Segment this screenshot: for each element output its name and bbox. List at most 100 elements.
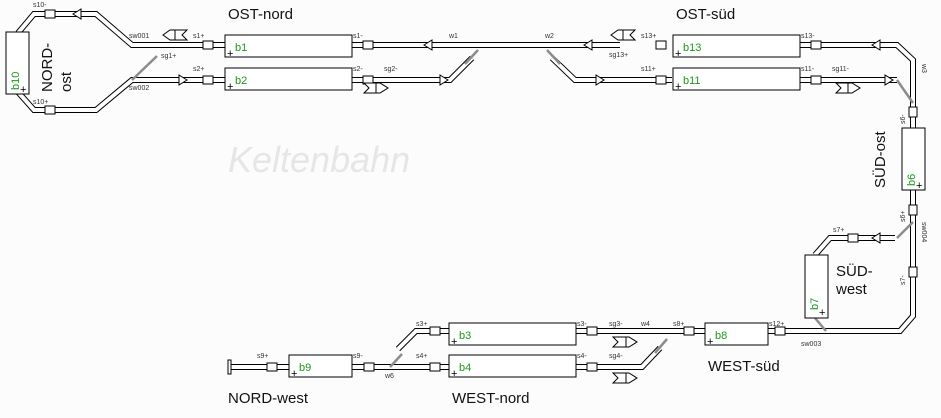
- direction-arrows: [72, 8, 894, 244]
- block-plus-marker: +: [451, 368, 457, 380]
- area-label-west-sued: WEST-süd: [708, 358, 780, 375]
- sensor-s12-plus[interactable]: [774, 326, 786, 336]
- block-plus-marker: +: [451, 336, 457, 348]
- signal-sg2-minus[interactable]: [362, 82, 389, 94]
- switch-sw003-indicator[interactable]: [814, 317, 827, 332]
- arrow-left-icon: [423, 39, 433, 51]
- label-s10-plus: s10+: [33, 99, 48, 106]
- sensor-s1-plus[interactable]: [202, 40, 214, 50]
- label-sw001: sw001: [129, 33, 149, 40]
- sensor-s4-plus[interactable]: [429, 362, 441, 372]
- sensor-s9-minus[interactable]: [363, 362, 375, 372]
- area-label-sued-west-line2: west: [835, 281, 868, 298]
- label-w3: w3: [920, 63, 927, 73]
- track-nordost-lower[interactable]: [15, 77, 225, 113]
- sensor-s7-minus[interactable]: [908, 266, 918, 278]
- block-b4[interactable]: b4 +: [448, 354, 577, 380]
- switch-sg1-indicator[interactable]: [131, 55, 158, 81]
- label-sg3-minus: sg3-: [609, 321, 623, 328]
- switch-w2-indicator[interactable]: [546, 49, 561, 65]
- area-label-sued-ost: SÜD-ost: [871, 130, 889, 188]
- label-sw004: sw004: [920, 222, 927, 242]
- label-s6-plus: s6+: [900, 211, 907, 222]
- sensor-s13-minus[interactable]: [810, 40, 822, 50]
- block-b6[interactable]: b6 +: [901, 127, 926, 192]
- sensor-s4-minus[interactable]: [586, 362, 598, 372]
- label-w2: w2: [544, 33, 554, 40]
- sensor-s7-plus[interactable]: [847, 233, 859, 243]
- label-s4-plus: s4+: [416, 353, 427, 360]
- label-s13-minus: s13-: [801, 33, 815, 40]
- switch-w6-indicator[interactable]: [389, 353, 403, 368]
- signal-sg1-plus[interactable]: [162, 29, 189, 41]
- block-plus-marker: +: [227, 48, 233, 60]
- track-b4-exit[interactable]: [576, 345, 663, 370]
- sensor-s8-plus[interactable]: [683, 326, 695, 336]
- sensors: [44, 9, 918, 372]
- sensor-s11-plus[interactable]: [655, 75, 667, 85]
- sensor-s3-plus[interactable]: [429, 326, 441, 336]
- block-label: b7: [809, 298, 821, 310]
- block-b7[interactable]: b7 +: [804, 254, 829, 319]
- switch-w3-indicator[interactable]: [895, 79, 915, 104]
- signal-sg3-minus[interactable]: [611, 336, 638, 348]
- label-s7-minus: s7-: [900, 275, 907, 285]
- track-w6-branch[interactable]: [395, 328, 450, 352]
- arrow-left-icon: [871, 232, 881, 244]
- label-sg1-plus: sg1+: [161, 53, 176, 60]
- label-s11-minus: s11-: [801, 66, 815, 73]
- block-b1[interactable]: b1 +: [224, 34, 353, 60]
- sensor-s10-minus[interactable]: [44, 9, 56, 19]
- arrow-left-icon: [72, 8, 82, 20]
- sensor-s13-plus[interactable]: [655, 40, 667, 50]
- block-label: b9: [299, 362, 311, 374]
- sensor-s2-plus[interactable]: [202, 75, 214, 85]
- block-b10[interactable]: b10 +: [5, 31, 30, 96]
- block-b13[interactable]: b13 +: [672, 34, 801, 60]
- sensor-s11-minus[interactable]: [810, 75, 822, 85]
- arrow-left-icon: [583, 39, 593, 51]
- switch-w1-indicator[interactable]: [464, 49, 479, 65]
- switch-sw004-indicator[interactable]: [896, 221, 914, 239]
- block-label: b11: [683, 75, 701, 87]
- switch-w4-indicator[interactable]: [654, 338, 668, 354]
- area-label-nord-ost-line2: ost: [58, 71, 75, 92]
- arrow-right-icon: [595, 74, 605, 86]
- block-b8[interactable]: b8 +: [704, 322, 769, 348]
- label-sg11-minus: sg11-: [832, 66, 850, 73]
- area-label-nord-west: NORD-west: [228, 390, 309, 407]
- sensor-s3-minus[interactable]: [586, 326, 598, 336]
- block-plus-marker: +: [675, 48, 681, 60]
- block-b11[interactable]: b11 +: [672, 67, 801, 93]
- blocks: b10 + b1 + b2 + b13 + b11 + b6 +: [5, 31, 926, 380]
- block-label: b2: [235, 75, 247, 87]
- track-east-loop[interactable]: [800, 42, 916, 128]
- track-w2-b11[interactable]: [549, 55, 672, 83]
- block-label: b13: [683, 42, 701, 54]
- sensor-s6-minus[interactable]: [908, 106, 918, 118]
- buffer-stop: [227, 359, 232, 375]
- label-s8-plus: s8+: [673, 321, 684, 328]
- block-b9[interactable]: b9 +: [288, 354, 353, 380]
- block-b2[interactable]: b2 +: [224, 67, 353, 93]
- label-s6-minus: s6-: [900, 114, 907, 124]
- sensor-s10-plus[interactable]: [44, 105, 56, 115]
- label-s9-plus: s9+: [257, 353, 268, 360]
- label-s3-minus: s3-: [577, 321, 587, 328]
- block-label: b6: [906, 174, 918, 186]
- sensor-s1-minus[interactable]: [362, 40, 374, 50]
- signal-sg4-minus[interactable]: [611, 372, 638, 384]
- sensor-s9-plus[interactable]: [266, 362, 278, 372]
- sensor-s6-plus[interactable]: [908, 204, 918, 216]
- block-plus-marker: +: [227, 81, 233, 93]
- signal-sg13-plus[interactable]: [610, 29, 637, 41]
- track-b2-exit[interactable]: [352, 55, 475, 83]
- block-b3[interactable]: b3 +: [448, 322, 577, 348]
- block-plus-marker: +: [291, 368, 297, 380]
- block-plus-marker: +: [20, 84, 26, 96]
- signal-sg11-minus[interactable]: [834, 82, 861, 94]
- track-east-vertical[interactable]: [450, 190, 916, 334]
- block-label: b3: [459, 330, 471, 342]
- area-labels: OST-nord OST-süd NORD- ost SÜD-ost SÜD- …: [39, 6, 889, 407]
